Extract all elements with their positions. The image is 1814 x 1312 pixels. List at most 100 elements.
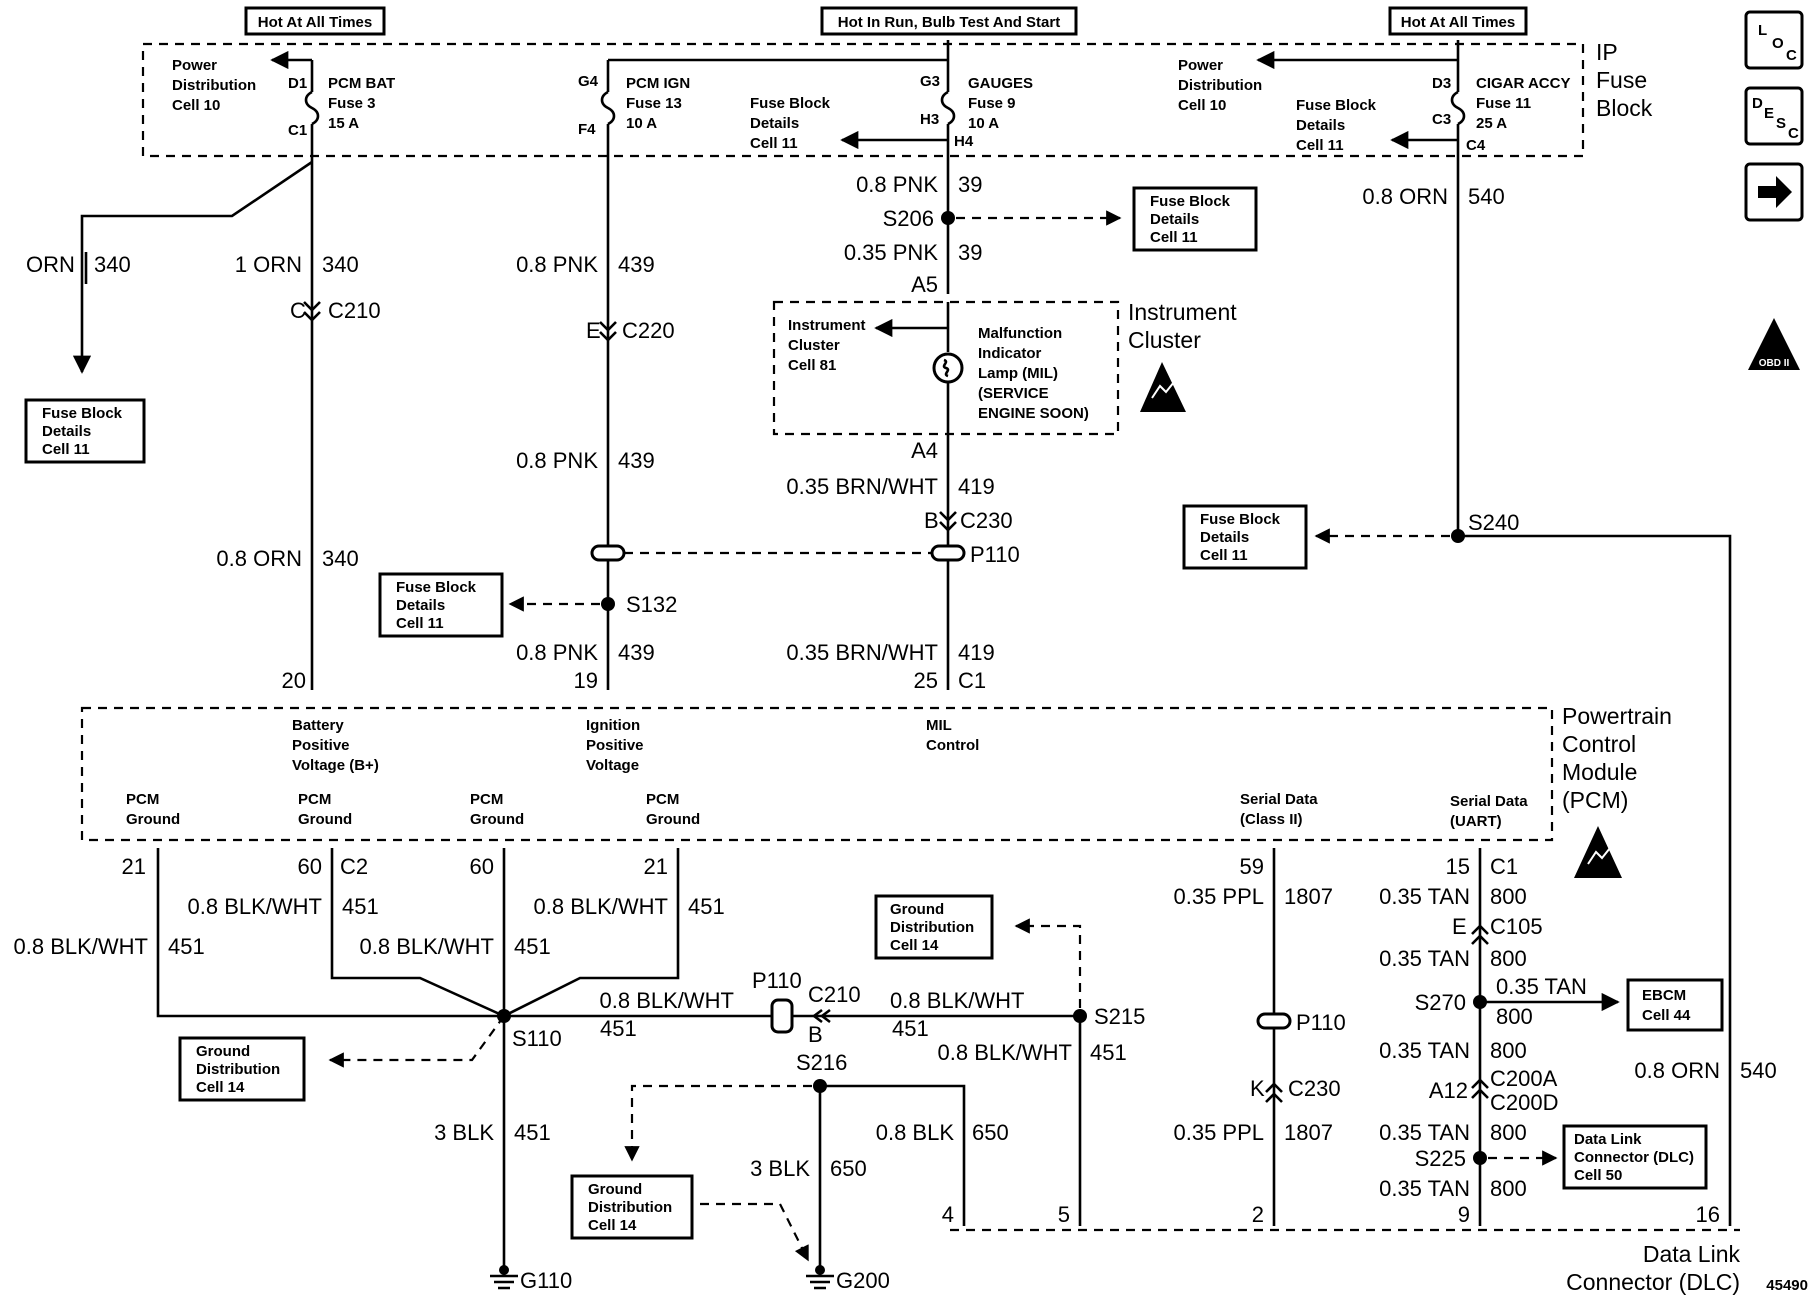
- svg-text:D: D: [1752, 95, 1763, 112]
- svg-text:EBCM: EBCM: [1642, 987, 1686, 1004]
- svg-text:PCM: PCM: [470, 791, 503, 808]
- svg-text:GAUGES: GAUGES: [968, 75, 1033, 92]
- svg-text:1807: 1807: [1284, 884, 1333, 909]
- svg-text:G200: G200: [836, 1268, 890, 1293]
- svg-text:650: 650: [830, 1156, 867, 1181]
- fuse-pcm-bat-label: PCM BAT Fuse 3 15 A: [328, 75, 395, 132]
- svg-text:PCM BAT: PCM BAT: [328, 75, 395, 92]
- svg-text:Cell 11: Cell 11: [396, 615, 444, 632]
- svg-text:Cluster: Cluster: [788, 337, 840, 354]
- svg-text:Block: Block: [1596, 95, 1653, 121]
- wire-451-a: [156, 848, 504, 1018]
- svg-text:Connector (DLC): Connector (DLC): [1574, 1149, 1694, 1166]
- svg-text:PCM IGN: PCM IGN: [626, 75, 690, 92]
- svg-text:25 A: 25 A: [1476, 115, 1507, 132]
- mil-lamp-label: Malfunction Indicator Lamp (MIL) (SERVIC…: [978, 325, 1089, 422]
- hot-at-all-times-left-label: Hot At All Times: [244, 6, 386, 36]
- svg-text:15: 15: [1446, 854, 1470, 879]
- svg-text:(PCM): (PCM): [1562, 787, 1628, 813]
- connector-c105-symbol: [1471, 924, 1489, 945]
- svg-text:Cell 10: Cell 10: [172, 97, 220, 114]
- svg-text:60: 60: [470, 854, 494, 879]
- ground-distribution-box-3[interactable]: Ground Distribution Cell 14: [570, 1174, 694, 1240]
- svg-text:21: 21: [122, 854, 146, 879]
- description-icon[interactable]: D E S C: [1744, 86, 1804, 146]
- svg-text:Instrument: Instrument: [1128, 299, 1237, 325]
- svg-text:650: 650: [972, 1120, 1009, 1145]
- svg-text:Details: Details: [396, 597, 445, 614]
- fuse-gauges-label: GAUGES Fuse 9 10 A: [968, 75, 1033, 132]
- svg-text:Ground: Ground: [470, 811, 524, 828]
- svg-text:Fuse 13: Fuse 13: [626, 95, 682, 112]
- fbd-box-s132[interactable]: Fuse Block Details Cell 11: [378, 572, 504, 638]
- dlc-box[interactable]: Data Link Connector (DLC) Cell 50: [1562, 1124, 1708, 1190]
- svg-text:0.8 BLK/WHT: 0.8 BLK/WHT: [534, 894, 668, 919]
- svg-text:O: O: [1772, 35, 1784, 52]
- svg-text:0.35 PPL: 0.35 PPL: [1173, 884, 1264, 909]
- location-icon[interactable]: L O C: [1744, 10, 1804, 70]
- svg-text:C200D: C200D: [1490, 1090, 1558, 1115]
- esd-warning-icon-cluster: [1140, 362, 1186, 412]
- svg-text:E: E: [1452, 914, 1467, 939]
- splice-s206: [941, 211, 955, 225]
- svg-text:CIGAR ACCY: CIGAR ACCY: [1476, 75, 1570, 92]
- svg-text:Hot At All Times: Hot At All Times: [1401, 14, 1515, 31]
- svg-text:0.8 ORN: 0.8 ORN: [1634, 1058, 1720, 1083]
- svg-text:C1: C1: [958, 668, 986, 693]
- fbd-box-s206[interactable]: Fuse Block Details Cell 11: [1132, 186, 1258, 252]
- connector-c200-symbol: [1471, 1078, 1489, 1099]
- hot-at-all-times-right-label: Hot At All Times: [1388, 6, 1528, 36]
- svg-text:C1: C1: [1490, 854, 1518, 879]
- svg-text:E: E: [1764, 105, 1774, 122]
- ground-distribution-box-2[interactable]: Ground Distribution Cell 14: [874, 894, 994, 960]
- svg-text:540: 540: [1468, 184, 1505, 209]
- svg-text:Voltage: Voltage: [586, 757, 639, 774]
- svg-text:IP: IP: [1596, 39, 1618, 65]
- svg-text:451: 451: [514, 934, 551, 959]
- svg-text:419: 419: [958, 474, 995, 499]
- svg-text:39: 39: [958, 240, 982, 265]
- pcm-serial-data-labels: Serial Data (Class II) Serial Data (UART…: [1240, 791, 1528, 830]
- svg-text:4: 4: [942, 1202, 954, 1227]
- svg-text:PCM: PCM: [646, 791, 679, 808]
- pass-through-p110-serial: [1256, 1012, 1292, 1030]
- connector-c210-bottom-symbol: [811, 1008, 831, 1024]
- svg-text:800: 800: [1490, 946, 1527, 971]
- svg-text:0.35 TAN: 0.35 TAN: [1496, 974, 1587, 999]
- svg-text:451: 451: [688, 894, 725, 919]
- arrow-right-icon[interactable]: [1744, 162, 1804, 222]
- svg-text:Details: Details: [1150, 211, 1199, 228]
- svg-text:Details: Details: [42, 423, 91, 440]
- svg-text:ORN: ORN: [26, 252, 75, 277]
- svg-text:0.8 PNK: 0.8 PNK: [856, 172, 938, 197]
- pcm-title: Powertrain Control Module (PCM): [1562, 703, 1672, 813]
- svg-text:9: 9: [1458, 1202, 1470, 1227]
- fbd-box-left[interactable]: Fuse Block Details Cell 11: [24, 398, 146, 464]
- svg-text:2: 2: [1252, 1202, 1264, 1227]
- svg-text:Hot At All Times: Hot At All Times: [258, 14, 372, 31]
- pcm-ground-labels: PCM Ground PCM Ground PCM Ground PCM Gro…: [126, 791, 700, 828]
- ground-distribution-box-1[interactable]: Ground Distribution Cell 14: [178, 1036, 306, 1102]
- ground-g200-icon: [806, 1265, 834, 1290]
- svg-text:Control: Control: [926, 737, 979, 754]
- svg-text:Distribution: Distribution: [890, 919, 974, 936]
- ebcm-box[interactable]: EBCM Cell 44: [1626, 978, 1724, 1032]
- svg-text:800: 800: [1490, 1120, 1527, 1145]
- instrument-cluster-link[interactable]: Instrument Cluster Cell 81: [788, 317, 866, 374]
- svg-text:Ground: Ground: [298, 811, 352, 828]
- svg-text:Cluster: Cluster: [1128, 327, 1201, 353]
- svg-text:Positive: Positive: [586, 737, 644, 754]
- svg-text:S132: S132: [626, 592, 677, 617]
- svg-text:Ground: Ground: [126, 811, 180, 828]
- svg-text:Malfunction: Malfunction: [978, 325, 1062, 342]
- ground-g110-icon: [490, 1265, 518, 1290]
- svg-text:Fuse Block: Fuse Block: [42, 405, 123, 422]
- svg-text:5: 5: [1058, 1202, 1070, 1227]
- svg-text:Serial Data: Serial Data: [1240, 791, 1318, 808]
- fbd-box-s240[interactable]: Fuse Block Details Cell 11: [1182, 504, 1308, 570]
- svg-text:Fuse Block: Fuse Block: [1150, 193, 1231, 210]
- svg-text:MIL: MIL: [926, 717, 952, 734]
- svg-text:800: 800: [1496, 1004, 1533, 1029]
- svg-text:Distribution: Distribution: [172, 77, 256, 94]
